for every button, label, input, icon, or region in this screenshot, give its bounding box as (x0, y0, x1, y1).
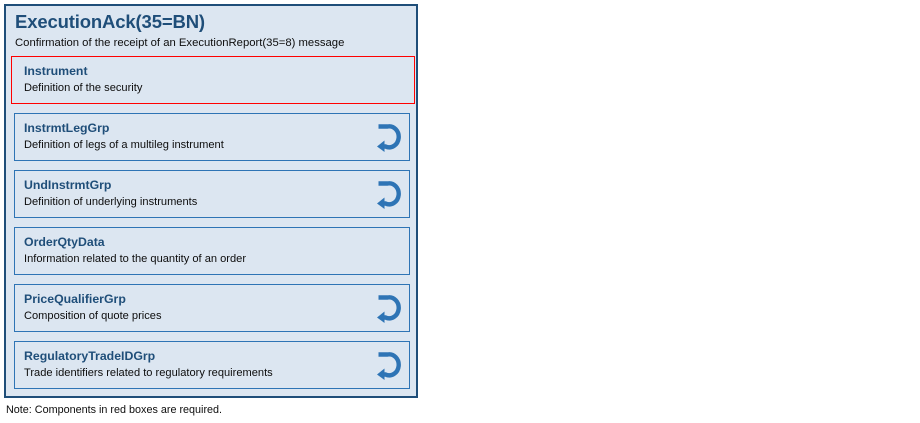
component-name: PriceQualifierGrp (24, 291, 126, 306)
component-description: Definition of the security (24, 82, 143, 95)
component-name: UndInstrmtGrp (24, 177, 112, 192)
repeating-group-loop-icon (377, 351, 401, 380)
component-block-orderqtydata[interactable]: OrderQtyData Information related to the … (14, 226, 410, 275)
component-description: Information related to the quantity of a… (24, 253, 247, 266)
component-name: RegulatoryTradeIDGrp (24, 348, 156, 363)
component-description: Composition of quote prices (24, 310, 162, 323)
component-name: Instrument (24, 63, 88, 78)
component-list: Instrument Definition of the security In… (6, 55, 416, 389)
component-block-instrmtleggrp[interactable]: InstrmtLegGrp Definition of legs of a mu… (14, 112, 410, 161)
component-description: Trade identifiers related to regulatory … (24, 367, 273, 380)
component-name: OrderQtyData (24, 234, 105, 249)
component-block-regulatorytradeidgrp[interactable]: RegulatoryTradeIDGrp Trade identifiers r… (14, 340, 410, 389)
message-header: ExecutionAck(35=BN) Confirmation of the … (6, 6, 416, 50)
repeating-group-loop-icon (377, 294, 401, 323)
component-block-pricequalifiergrp[interactable]: PriceQualifierGrp Composition of quote p… (14, 283, 410, 332)
repeating-group-loop-icon (377, 180, 401, 209)
component-description: Definition of underlying instruments (24, 196, 198, 209)
message-subtitle: Confirmation of the receipt of an Execut… (15, 36, 345, 49)
component-block-undinstrmtgrp[interactable]: UndInstrmtGrp Definition of underlying i… (14, 169, 410, 218)
component-name: InstrmtLegGrp (24, 120, 110, 135)
component-description: Definition of legs of a multileg instrum… (24, 139, 224, 152)
repeating-group-loop-icon (377, 123, 401, 152)
footer-note: Note: Components in red boxes are requir… (6, 404, 223, 416)
message-container: ExecutionAck(35=BN) Confirmation of the … (4, 4, 418, 398)
component-block-instrument[interactable]: Instrument Definition of the security (11, 55, 415, 104)
message-title: ExecutionAck(35=BN) (15, 11, 205, 32)
